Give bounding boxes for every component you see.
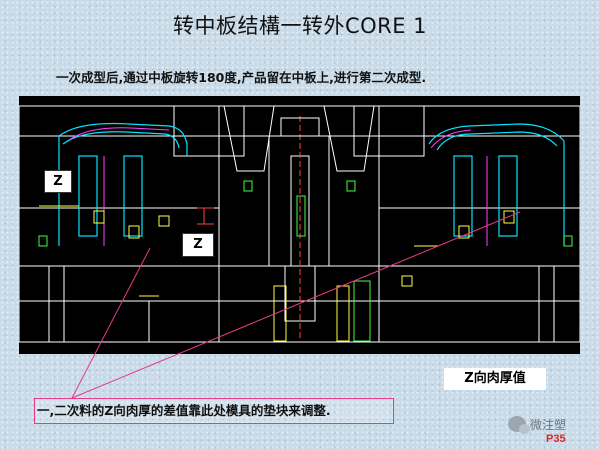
cad-drawing: [19, 96, 580, 354]
mold-section-drawing: [19, 105, 580, 343]
watermark: 微注塑: [508, 414, 566, 434]
thickness-label: Z向肉厚值: [444, 368, 546, 390]
page-number: P35: [546, 433, 566, 445]
watermark-text: 微注塑: [530, 417, 567, 432]
z-label-left: Z: [44, 170, 72, 193]
slide-title: 转中板结構一转外CORE 1: [172, 14, 428, 38]
z-label-right: Z: [182, 233, 214, 257]
chat-bubble-icon: [508, 416, 530, 434]
intro-text: 一次成型后,通过中板旋转180度,产品留在中板上,进行第二次成型.: [56, 70, 427, 85]
note-box: 一,二次料的Z向肉厚的差值靠此处模具的垫块来调整.: [34, 398, 394, 424]
